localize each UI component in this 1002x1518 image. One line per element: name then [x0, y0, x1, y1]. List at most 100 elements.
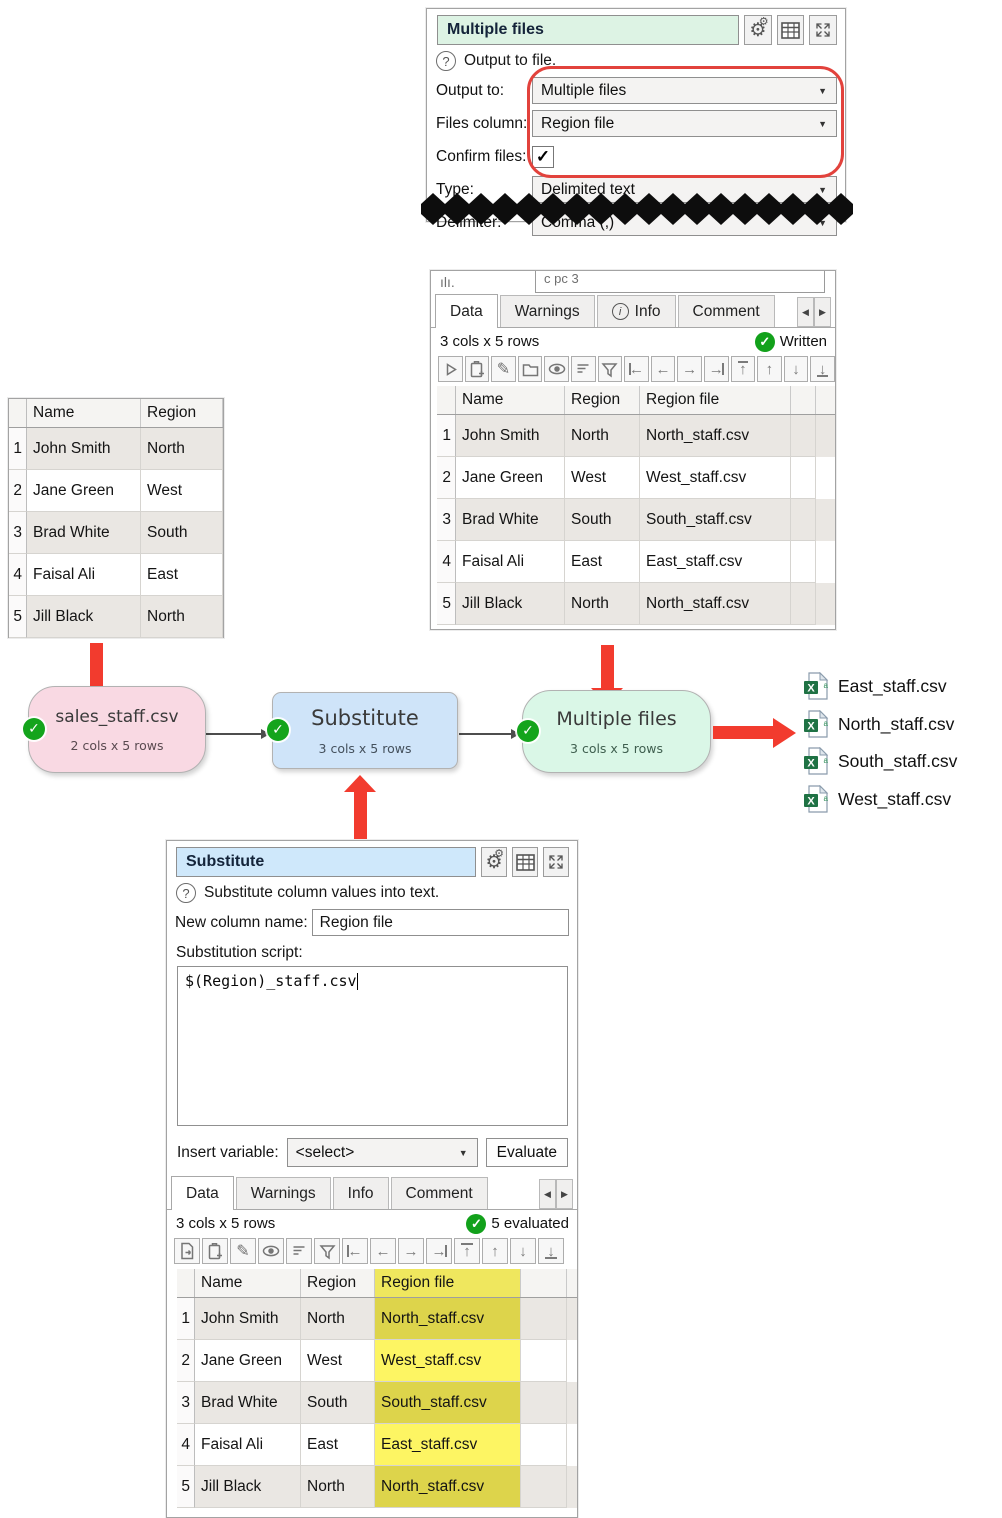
column-header[interactable]: Region	[565, 386, 640, 414]
cell-name[interactable]: Jill Black	[195, 1466, 301, 1508]
row-number[interactable]: 3	[177, 1382, 195, 1424]
move-row-bottom-button[interactable]: ↓	[538, 1238, 564, 1264]
cell-region[interactable]: North	[141, 596, 223, 638]
move-column-last-button[interactable]: →	[426, 1238, 452, 1264]
cell-name[interactable]: Jane Green	[195, 1340, 301, 1382]
evaluate-button[interactable]: Evaluate	[485, 1138, 568, 1167]
flow-node-output[interactable]: ✓ Multiple files 3 cols x 5 rows	[517, 690, 711, 773]
tab-info[interactable]: Info	[332, 1177, 389, 1209]
column-header[interactable]: Name	[27, 399, 141, 427]
cell-name[interactable]: Brad White	[195, 1382, 301, 1424]
settings-gear-button[interactable]: ⚙ ⚙	[744, 15, 772, 45]
cell-region-file-highlighted[interactable]: West_staff.csv	[375, 1340, 521, 1382]
cell-name[interactable]: Jane Green	[27, 470, 141, 512]
cell-region[interactable]: South	[141, 512, 223, 554]
row-number[interactable]: 4	[9, 554, 27, 596]
cell-name[interactable]: Brad White	[456, 499, 565, 541]
maximize-button[interactable]	[543, 847, 569, 877]
tab-scroll-right-button[interactable]: ▶	[556, 1179, 573, 1209]
tab-scroll-left-button[interactable]: ◀	[539, 1179, 556, 1209]
move-column-last-button[interactable]: →	[703, 356, 729, 382]
cell-name[interactable]: Jill Black	[27, 596, 141, 638]
row-number[interactable]: 2	[9, 470, 27, 512]
cell-region[interactable]: North	[565, 415, 640, 457]
row-number[interactable]: 1	[9, 428, 27, 470]
settings-gear-button[interactable]: ⚙ ⚙	[481, 847, 507, 877]
column-header[interactable]: Region file	[640, 386, 791, 414]
move-column-right-button[interactable]: →	[677, 356, 702, 382]
tab-data[interactable]: Data	[435, 294, 498, 328]
cell-region[interactable]: East	[301, 1424, 375, 1466]
cell-region[interactable]: West	[565, 457, 640, 499]
move-column-left-button[interactable]: ←	[370, 1238, 396, 1264]
output-file-item[interactable]: X a South_staff.csv	[803, 747, 957, 775]
row-number[interactable]: 2	[437, 457, 456, 499]
row-number[interactable]: 3	[437, 499, 456, 541]
cell-region-file[interactable]: West_staff.csv	[640, 457, 791, 499]
cell-region[interactable]: East	[141, 554, 223, 596]
row-number[interactable]: 2	[177, 1340, 195, 1382]
flow-node-source[interactable]: ✓ sales_staff.csv 2 cols x 5 rows	[23, 686, 206, 773]
row-number[interactable]: 5	[177, 1466, 195, 1508]
cell-name[interactable]: Jill Black	[456, 583, 565, 625]
tab-comment[interactable]: Comment	[390, 1177, 488, 1209]
move-row-bottom-button[interactable]: ↓	[810, 356, 835, 382]
cell-region-file[interactable]: South_staff.csv	[640, 499, 791, 541]
cell-name[interactable]: Brad White	[27, 512, 141, 554]
row-number[interactable]: 1	[437, 415, 456, 457]
flow-node-substitute[interactable]: ✓ Substitute 3 cols x 5 rows	[267, 692, 458, 769]
column-header[interactable]: Name	[195, 1269, 301, 1297]
row-number[interactable]: 4	[437, 541, 456, 583]
insert-variable-dropdown[interactable]: <select> ▼	[286, 1138, 478, 1167]
column-header[interactable]: Region	[141, 399, 223, 427]
run-button[interactable]	[438, 356, 463, 382]
export-button[interactable]	[174, 1238, 200, 1264]
new-column-input[interactable]: Region file	[311, 909, 569, 936]
filter-button[interactable]	[314, 1238, 340, 1264]
cell-region-file-highlighted[interactable]: North_staff.csv	[375, 1466, 521, 1508]
tab-scroll-left-button[interactable]: ◀	[797, 297, 814, 327]
row-number[interactable]: 3	[9, 512, 27, 554]
cell-region[interactable]: South	[565, 499, 640, 541]
format-button[interactable]	[570, 356, 596, 382]
cell-region-file[interactable]: North_staff.csv	[640, 583, 791, 625]
open-button[interactable]	[517, 356, 543, 382]
tab-info[interactable]: i Info	[596, 295, 676, 327]
column-header-highlighted[interactable]: Region file	[375, 1269, 521, 1297]
maximize-button[interactable]	[809, 15, 838, 45]
move-column-first-button[interactable]: ←	[624, 356, 649, 382]
cell-name[interactable]: Faisal Ali	[195, 1424, 301, 1466]
help-question-icon[interactable]: ?	[176, 883, 196, 903]
cell-region-file-highlighted[interactable]: East_staff.csv	[375, 1424, 521, 1466]
cell-name[interactable]: Faisal Ali	[456, 541, 565, 583]
row-number[interactable]: 4	[177, 1424, 195, 1466]
cell-region[interactable]: North	[301, 1298, 375, 1340]
tab-scroll-right-button[interactable]: ▶	[814, 297, 831, 327]
move-row-down-button[interactable]: ↓	[783, 356, 809, 382]
column-header[interactable]: Region	[301, 1269, 375, 1297]
move-column-right-button[interactable]: →	[398, 1238, 424, 1264]
cell-region[interactable]: North	[565, 583, 640, 625]
move-row-up-button[interactable]: ↑	[482, 1238, 508, 1264]
output-to-dropdown[interactable]: Multiple files ▼	[532, 77, 837, 104]
move-column-left-button[interactable]: ←	[650, 356, 676, 382]
table-view-button[interactable]	[776, 15, 805, 45]
output-file-item[interactable]: X a North_staff.csv	[803, 710, 954, 738]
tab-warnings[interactable]: Warnings	[499, 295, 595, 327]
output-file-item[interactable]: X a West_staff.csv	[803, 785, 951, 813]
output-file-item[interactable]: X a East_staff.csv	[803, 672, 947, 700]
help-question-icon[interactable]: ?	[436, 51, 456, 71]
cell-region[interactable]: North	[301, 1466, 375, 1508]
cell-name[interactable]: John Smith	[195, 1298, 301, 1340]
cell-region[interactable]: East	[565, 541, 640, 583]
view-button[interactable]	[258, 1238, 284, 1264]
move-row-top-button[interactable]: ↑	[454, 1238, 480, 1264]
cell-region[interactable]: West	[301, 1340, 375, 1382]
cell-region[interactable]: South	[301, 1382, 375, 1424]
table-view-button[interactable]	[512, 847, 538, 877]
move-column-first-button[interactable]: ←	[342, 1238, 368, 1264]
tab-data[interactable]: Data	[171, 1176, 234, 1210]
move-row-down-button[interactable]: ↓	[510, 1238, 536, 1264]
cell-region[interactable]: West	[141, 470, 223, 512]
cell-region-file-highlighted[interactable]: South_staff.csv	[375, 1382, 521, 1424]
